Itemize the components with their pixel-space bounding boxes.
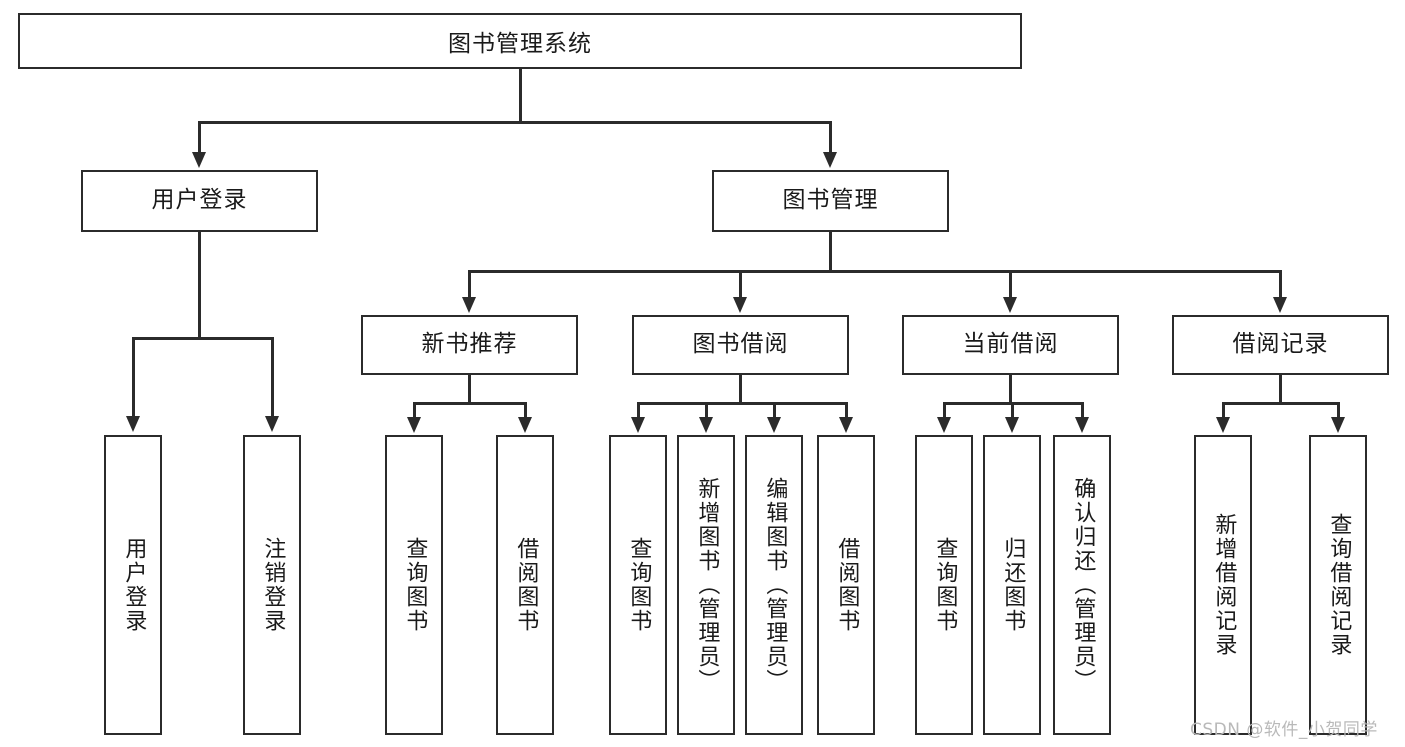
leaf-user-login[interactable]: 用户登录 <box>104 435 162 735</box>
leaf-label: 编辑图书（管理员） <box>762 477 788 693</box>
node-root-system[interactable]: 图书管理系统 <box>18 13 1022 69</box>
edge-level3-drop-3 <box>1009 270 1012 298</box>
arrow-to-leaf-br-2 <box>1331 417 1345 433</box>
arrow-to-leaf-cb-2 <box>1005 417 1019 433</box>
node-label: 图书借阅 <box>692 331 789 358</box>
node-new-book-recommend[interactable]: 新书推荐 <box>361 315 578 375</box>
arrow-to-book-management <box>823 152 837 168</box>
leaf-cb-confirm-return-admin[interactable]: 确认归还（管理员） <box>1053 435 1111 735</box>
leaf-label: 查询图书 <box>932 537 958 633</box>
arrow-to-leaf-nbr-2 <box>518 417 532 433</box>
edge-bb-leaf4 <box>845 402 848 418</box>
leaf-bb-edit-book-admin[interactable]: 编辑图书（管理员） <box>745 435 803 735</box>
leaf-label: 确认归还（管理员） <box>1070 477 1096 693</box>
arrow-to-leaf-cb-1 <box>937 417 951 433</box>
edge-user-login-leaf1 <box>132 337 135 417</box>
leaf-label: 新增借阅记录 <box>1211 513 1237 657</box>
arrow-to-leaf-bb-3 <box>767 417 781 433</box>
leaf-nbr-borrow-book[interactable]: 借阅图书 <box>496 435 554 735</box>
leaf-nbr-query-book[interactable]: 查询图书 <box>385 435 443 735</box>
edge-br-drop <box>1279 375 1282 403</box>
edge-level3-drop-1 <box>468 270 471 298</box>
arrow-to-leaf-br-1 <box>1216 417 1230 433</box>
leaf-logout[interactable]: 注销登录 <box>243 435 301 735</box>
leaf-label: 新增图书（管理员） <box>694 477 720 693</box>
leaf-br-add-record[interactable]: 新增借阅记录 <box>1194 435 1252 735</box>
leaf-label: 归还图书 <box>1000 537 1026 633</box>
node-borrow-record[interactable]: 借阅记录 <box>1172 315 1389 375</box>
arrow-to-leaf-cb-3 <box>1075 417 1089 433</box>
arrow-to-leaf-nbr-1 <box>407 417 421 433</box>
edge-level3-drop-2 <box>739 270 742 298</box>
leaf-bb-query-book[interactable]: 查询图书 <box>609 435 667 735</box>
edge-book-management-drop <box>829 232 832 271</box>
arrow-to-leaf-bb-2 <box>699 417 713 433</box>
leaf-label: 查询借阅记录 <box>1326 513 1352 657</box>
arrow-to-leaf-logout <box>265 416 279 432</box>
leaf-bb-borrow-book[interactable]: 借阅图书 <box>817 435 875 735</box>
node-user-login[interactable]: 用户登录 <box>81 170 318 232</box>
arrow-to-current-borrow <box>1003 297 1017 313</box>
leaf-label: 注销登录 <box>260 537 286 633</box>
edge-nbr-bus <box>413 402 526 405</box>
leaf-br-query-record[interactable]: 查询借阅记录 <box>1309 435 1367 735</box>
leaf-label: 借阅图书 <box>834 537 860 633</box>
edge-level3-drop-4 <box>1279 270 1282 298</box>
edge-level2-bus <box>198 121 831 124</box>
edge-user-login-leaf2 <box>271 337 274 417</box>
node-label: 用户登录 <box>151 187 248 214</box>
node-label: 当前借阅 <box>962 331 1059 358</box>
edge-bb-leaf3 <box>773 402 776 418</box>
edge-br-bus <box>1222 402 1339 405</box>
leaf-bb-add-book-admin[interactable]: 新增图书（管理员） <box>677 435 735 735</box>
edge-nbr-leaf2 <box>524 402 527 418</box>
edge-user-login-drop <box>198 232 201 338</box>
edge-cb-leaf3 <box>1081 402 1084 418</box>
leaf-label: 借阅图书 <box>513 537 539 633</box>
edge-br-leaf1 <box>1222 402 1225 418</box>
arrow-to-leaf-bb-4 <box>839 417 853 433</box>
edge-cb-leaf1 <box>943 402 946 418</box>
watermark-text: CSDN @软件_小贺同学 <box>1190 720 1378 740</box>
edge-bb-bus <box>637 402 847 405</box>
node-current-borrow[interactable]: 当前借阅 <box>902 315 1119 375</box>
edge-nbr-leaf1 <box>413 402 416 418</box>
arrow-to-new-book-recommend <box>462 297 476 313</box>
leaf-label: 查询图书 <box>402 537 428 633</box>
edge-nbr-drop <box>468 375 471 403</box>
node-label: 借阅记录 <box>1232 331 1329 358</box>
node-book-borrow[interactable]: 图书借阅 <box>632 315 849 375</box>
arrow-to-leaf-user-login <box>126 416 140 432</box>
edge-root-drop <box>519 69 522 122</box>
edge-bb-leaf1 <box>637 402 640 418</box>
edge-cb-leaf2 <box>1011 402 1014 418</box>
arrow-to-book-borrow <box>733 297 747 313</box>
arrow-to-borrow-record <box>1273 297 1287 313</box>
edge-level3-bus <box>468 270 1282 273</box>
edge-cb-drop <box>1009 375 1012 403</box>
edge-user-login-bus <box>132 337 273 340</box>
leaf-cb-query-book[interactable]: 查询图书 <box>915 435 973 735</box>
leaf-label: 用户登录 <box>121 537 147 633</box>
leaf-cb-return-book[interactable]: 归还图书 <box>983 435 1041 735</box>
leaf-label: 查询图书 <box>626 537 652 633</box>
edge-bb-drop <box>739 375 742 403</box>
arrow-to-leaf-bb-1 <box>631 417 645 433</box>
edge-level2-drop-left <box>198 121 201 153</box>
edge-br-leaf2 <box>1337 402 1340 418</box>
arrow-to-user-login <box>192 152 206 168</box>
node-label: 新书推荐 <box>421 331 518 358</box>
edge-level2-drop-right <box>829 121 832 153</box>
node-label: 图书管理 <box>782 187 879 214</box>
node-book-management[interactable]: 图书管理 <box>712 170 949 232</box>
edge-bb-leaf2 <box>705 402 708 418</box>
node-label: 图书管理系统 <box>448 31 592 57</box>
